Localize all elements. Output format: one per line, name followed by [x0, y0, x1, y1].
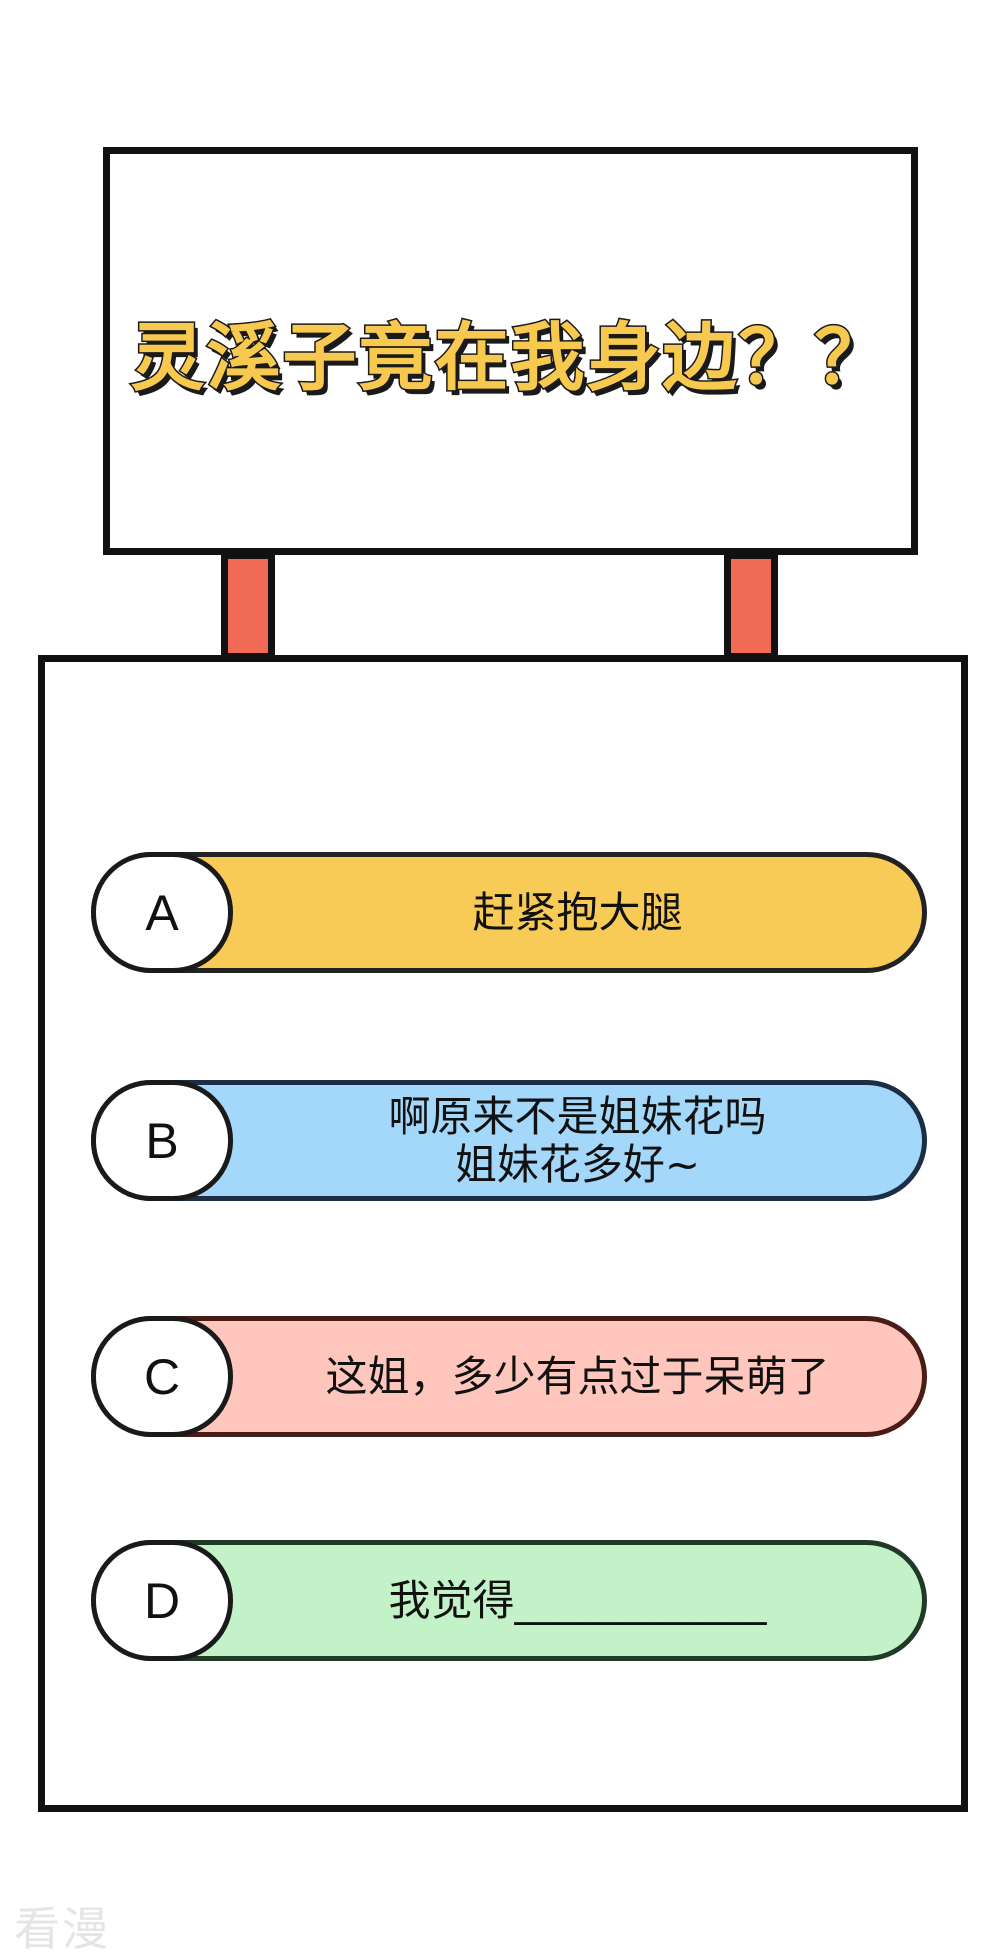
title-sign-board: 灵溪子竟在我身边？？: [103, 147, 918, 555]
option-b-letter-badge: B: [91, 1080, 233, 1201]
option-b-letter: B: [145, 1112, 179, 1169]
option-b-text: 啊原来不是姐妹花吗 姐妹花多好~: [233, 1085, 922, 1196]
option-a-text: 赶紧抱大腿: [233, 857, 922, 968]
option-a-letter-badge: A: [91, 852, 233, 973]
option-d-letter-badge: D: [91, 1540, 233, 1661]
option-a-letter: A: [145, 884, 179, 941]
sign-title: 灵溪子竟在我身边？？: [129, 313, 891, 402]
option-d-button[interactable]: D 我觉得____________: [91, 1540, 927, 1661]
option-a-line-1: 赶紧抱大腿: [472, 887, 683, 937]
option-b-button[interactable]: B 啊原来不是姐妹花吗 姐妹花多好~: [91, 1080, 927, 1201]
option-d-letter: D: [143, 1572, 181, 1629]
sign-post-left: [221, 552, 275, 660]
sign-post-right: [724, 552, 778, 660]
option-c-letter: C: [143, 1348, 181, 1405]
option-c-button[interactable]: C 这姐，多少有点过于呆萌了: [91, 1316, 927, 1437]
watermark: 看漫: [14, 1902, 110, 1953]
option-a-button[interactable]: A 赶紧抱大腿: [91, 852, 927, 973]
option-d-line-1: 我觉得____________: [388, 1575, 767, 1625]
option-b-line-2: 姐妹花多好~: [454, 1139, 701, 1189]
option-d-text: 我觉得____________: [233, 1545, 922, 1656]
option-c-text: 这姐，多少有点过于呆萌了: [233, 1321, 922, 1432]
option-c-line-1: 这姐，多少有点过于呆萌了: [325, 1351, 830, 1401]
options-panel: A 赶紧抱大腿 B 啊原来不是姐妹花吗 姐妹花多好~ C 这姐，多少有点过于呆萌…: [38, 655, 968, 1812]
option-c-letter-badge: C: [91, 1316, 233, 1437]
option-b-line-1: 啊原来不是姐妹花吗: [388, 1091, 767, 1141]
